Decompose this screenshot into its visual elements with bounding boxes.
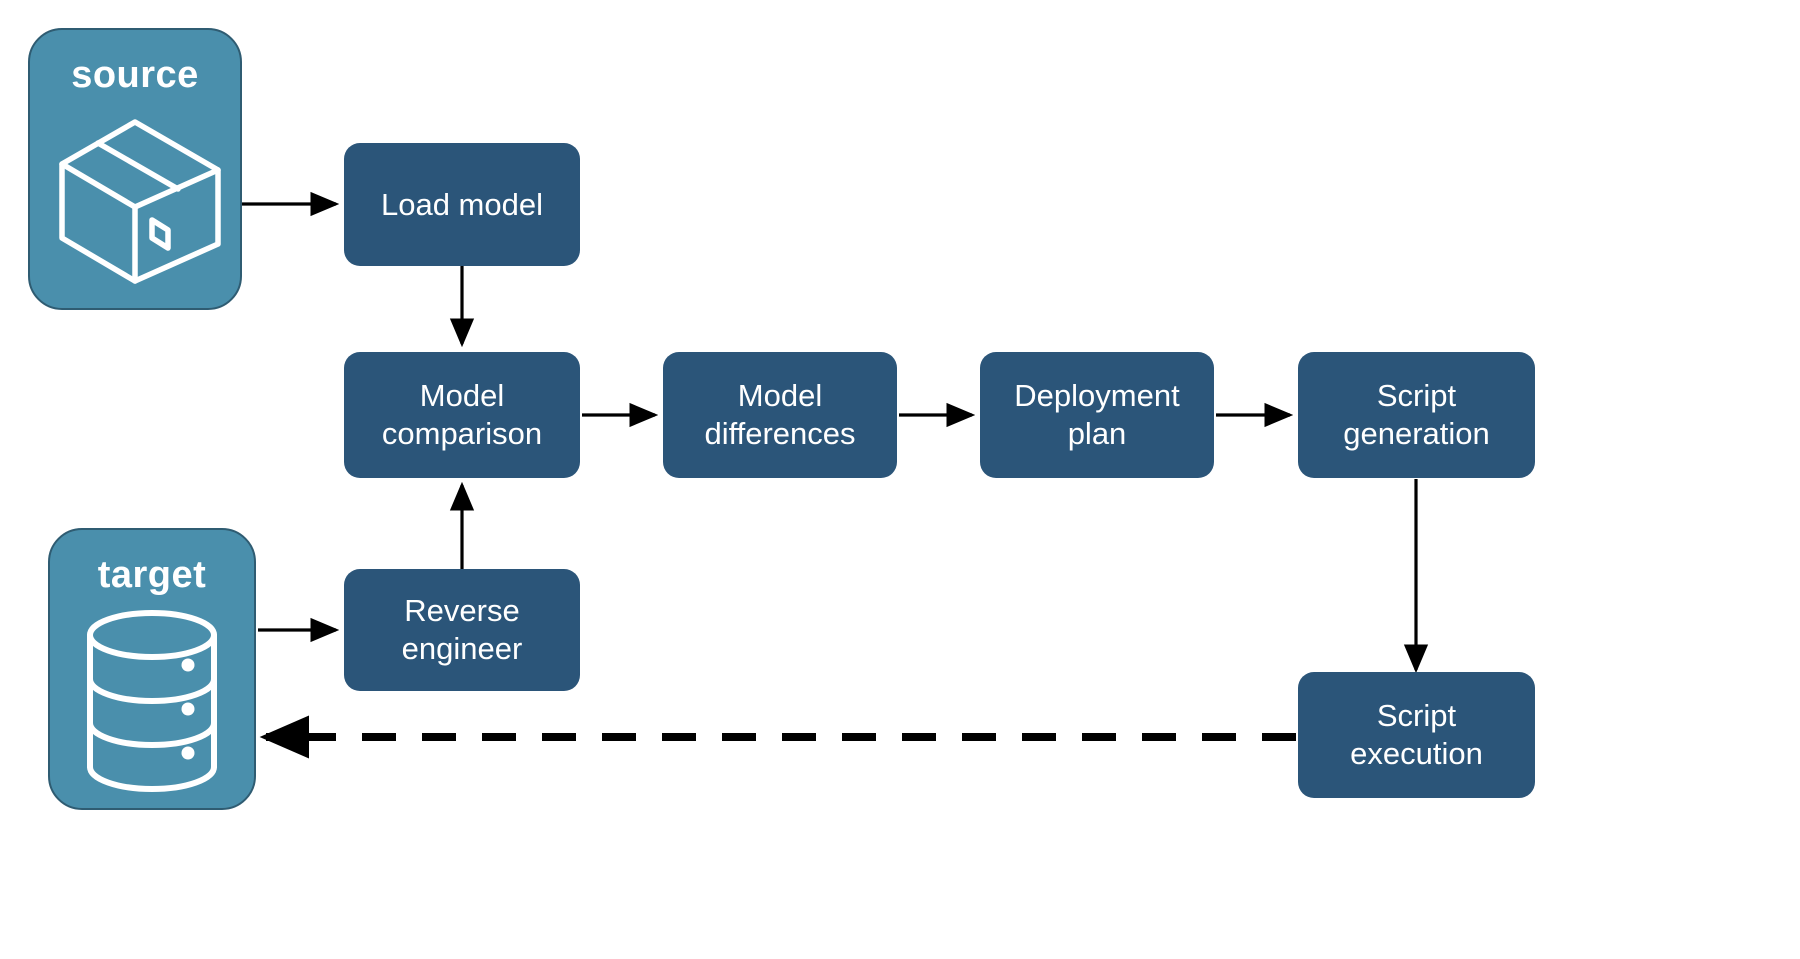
endpoint-target-label: target	[97, 554, 207, 596]
process-script-execution-line-2: execution	[1350, 736, 1483, 771]
process-script-execution[interactable]: Script execution	[1298, 672, 1535, 798]
process-load-model-line-1: Load model	[380, 186, 543, 222]
process-reverse-engineer-line-2: engineer	[401, 631, 523, 666]
process-model-differences-line-1: Model	[737, 378, 823, 414]
endpoint-target[interactable]: target	[48, 528, 256, 810]
process-script-generation[interactable]: Script generation	[1298, 352, 1535, 478]
endpoint-source-label: source	[71, 54, 199, 96]
process-deployment-plan-line-1: Deployment	[1014, 378, 1180, 414]
process-model-comparison-line-1: Model	[419, 378, 505, 414]
process-model-differences-line-2: differences	[704, 416, 856, 451]
process-deployment-plan[interactable]: Deployment plan	[980, 352, 1214, 478]
database-cylinder-icon	[50, 594, 254, 808]
process-load-model[interactable]: Load model	[344, 143, 580, 266]
process-script-generation-line-1: Script	[1376, 378, 1457, 414]
process-reverse-engineer-line-1: Reverse	[404, 593, 520, 629]
package-cube-icon	[30, 94, 240, 308]
process-model-comparison-line-2: comparison	[381, 416, 543, 451]
endpoint-source[interactable]: source	[28, 28, 242, 310]
process-model-differences[interactable]: Model differences	[663, 352, 897, 478]
process-model-comparison[interactable]: Model comparison	[344, 352, 580, 478]
process-script-generation-line-2: generation	[1343, 416, 1490, 451]
process-reverse-engineer[interactable]: Reverse engineer	[344, 569, 580, 691]
process-deployment-plan-line-2: plan	[1067, 416, 1127, 451]
process-script-execution-line-1: Script	[1376, 698, 1457, 734]
